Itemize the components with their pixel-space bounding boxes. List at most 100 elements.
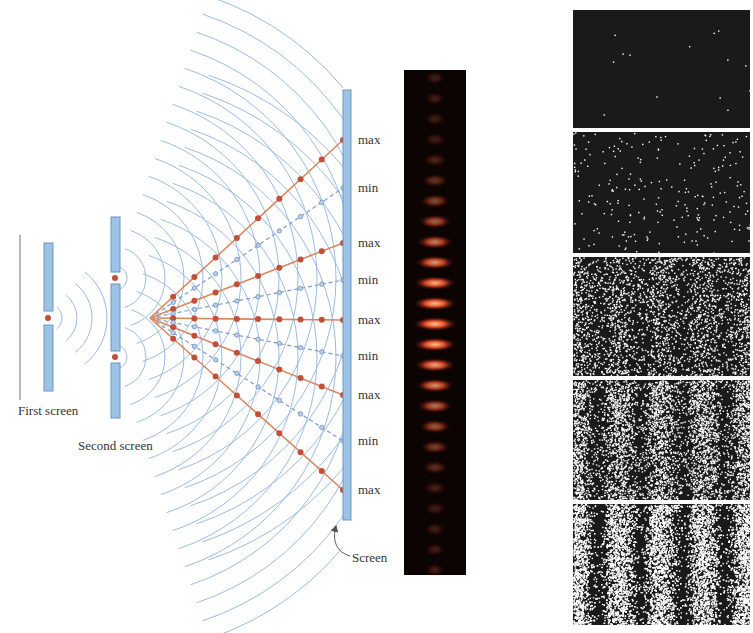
node-dot [171, 300, 175, 304]
crest-dot [170, 294, 176, 300]
fringe-spot [424, 543, 445, 557]
crest-dot [191, 315, 197, 321]
fringe-spot [413, 297, 457, 311]
min-ray [150, 318, 343, 356]
node-dot [320, 282, 324, 286]
crest-dot [213, 373, 219, 379]
fringe-spot [423, 133, 446, 147]
wave-front [143, 194, 203, 361]
max-ray [150, 140, 343, 318]
wave-front [203, 14, 343, 542]
fringe-label: min [358, 434, 378, 447]
fringe-spot [413, 338, 456, 352]
fringe-spot [425, 71, 446, 85]
crest-dot [276, 430, 282, 436]
wave-front [197, 111, 343, 603]
detector-panel [573, 504, 750, 625]
fringe-spot [416, 379, 455, 393]
fringe-spot [421, 174, 449, 188]
fringe-spot [425, 563, 446, 577]
node-dot [192, 286, 196, 290]
fringe-spot [419, 420, 451, 434]
crest-dot [298, 317, 304, 323]
min-ray [150, 318, 343, 441]
crest-dot [319, 248, 325, 254]
detector-hits [573, 504, 750, 625]
node-dot [235, 299, 239, 303]
node-dot [256, 385, 260, 389]
node-dot [298, 345, 302, 349]
wave-front [125, 249, 146, 308]
crest-dot [213, 254, 219, 260]
crest-dot [213, 341, 219, 347]
crest-dot [191, 355, 197, 361]
fringe-spot [420, 440, 449, 454]
source-line [19, 235, 20, 400]
fringe-spot [424, 522, 446, 536]
node-dot [235, 257, 239, 261]
node-dot [277, 341, 281, 345]
fringe-label: min [358, 349, 378, 362]
wave-front [137, 213, 184, 344]
node-dot [320, 425, 324, 429]
fringe-spot [424, 112, 446, 126]
node-dot [213, 303, 217, 307]
fringe-label: max [358, 236, 380, 249]
wave-front [137, 292, 184, 423]
crest-dot [319, 157, 325, 163]
node-dot [256, 295, 260, 299]
wave-front [179, 86, 317, 469]
crest-dot [276, 367, 282, 373]
crest-dot [298, 449, 304, 455]
detector-panel [573, 257, 750, 376]
wave-front [57, 307, 62, 329]
node-dot [235, 333, 239, 337]
node-dot [320, 350, 324, 354]
wave-front [185, 68, 336, 487]
crest-dot [255, 215, 261, 221]
fringe-label: max [358, 483, 380, 496]
wave-front [185, 147, 336, 566]
wave-front [125, 328, 146, 387]
crest-dot [276, 196, 282, 202]
node-dot [298, 412, 302, 416]
crest-dot [191, 274, 197, 280]
fringe-spot [417, 399, 452, 413]
crest-dot [234, 392, 240, 398]
pointer-line [335, 526, 350, 556]
fringe-spot [413, 317, 457, 331]
node-dot [171, 320, 175, 324]
max-ray [150, 318, 343, 490]
second-screen-bar [111, 363, 120, 418]
fringe-spot [423, 481, 448, 495]
slit-dot [112, 275, 118, 281]
fringe-spot [415, 256, 455, 270]
crest-dot [255, 411, 261, 417]
wave-front [131, 310, 165, 405]
first-screen-bar [44, 325, 53, 391]
node-dot [213, 329, 217, 333]
max-ray [150, 318, 343, 395]
crest-dot [319, 468, 325, 474]
second-screen-bar [111, 284, 120, 351]
fringe-label: max [358, 388, 380, 401]
crest-dot [191, 298, 197, 304]
fringe-label: min [358, 181, 378, 194]
fringe-spot [424, 502, 447, 516]
node-dot [256, 337, 260, 341]
max-ray [150, 243, 343, 318]
node-dot [171, 331, 175, 335]
node-dot [320, 200, 324, 204]
wave-front [173, 183, 298, 530]
crest-dot [213, 290, 219, 296]
node-dot [213, 272, 217, 276]
min-ray [150, 188, 343, 318]
max-ray [150, 318, 343, 320]
wave-front [66, 295, 77, 340]
crest-dot [170, 336, 176, 342]
node-dot [213, 358, 217, 362]
fringe-spot [424, 92, 445, 106]
wave-front [75, 284, 92, 353]
crest-dot [298, 257, 304, 263]
fringe-spot [418, 215, 452, 229]
